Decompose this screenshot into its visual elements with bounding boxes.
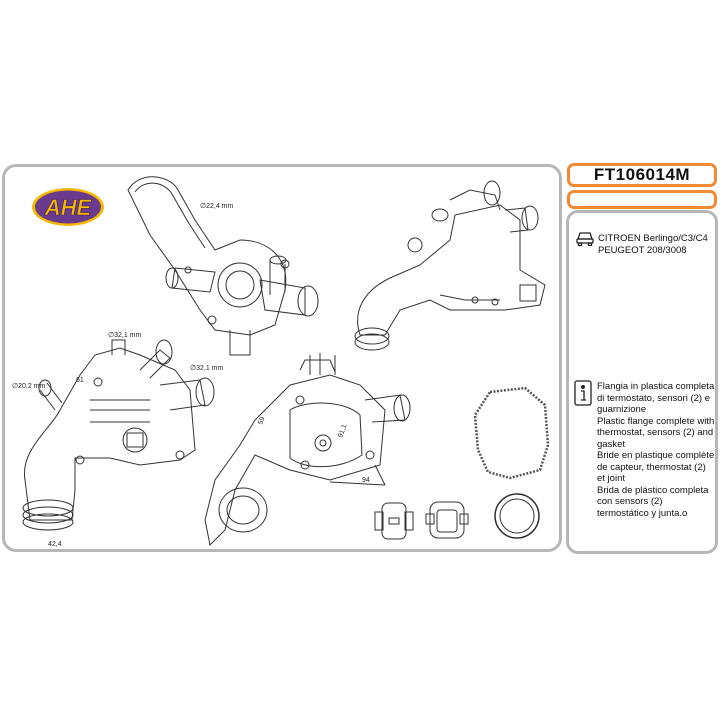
dim-d7: 91,1 [337, 423, 348, 438]
description-it: Flangia in plastica completa di termosta… [597, 381, 715, 415]
drawing-panel [2, 164, 562, 552]
description-en: Plastic flange complete with thermostat,… [597, 415, 715, 450]
sensor-1 [374, 502, 414, 540]
sensor-2 [425, 501, 469, 539]
empty-field [567, 190, 717, 209]
thermostat-view-left [22, 339, 215, 531]
product-code: FT106014M [567, 163, 717, 187]
o-ring [494, 493, 540, 539]
vehicle-line: PEUGEOT 208/3008 [598, 244, 687, 256]
ahe-logo: AHE [32, 188, 104, 226]
dim-d4: ∅20,2 mm [12, 383, 45, 390]
vehicle-list: CITROEN Berlingo/C3/C4 PEUGEOT 208/3008 [598, 233, 716, 256]
description-es: Brida de plástico completa con sensors (… [597, 484, 709, 519]
thermostat-view-top [127, 176, 319, 356]
svg-text:AHE: AHE [44, 195, 93, 220]
gasket-outline [473, 386, 550, 480]
dim-d2: ∅32,1 mm [108, 332, 141, 339]
technical-drawing: ∅22,4 mm ∅32,1 mm ∅32,1 mm [12, 176, 550, 548]
dim-d5: 61 [76, 377, 84, 384]
car-icon [576, 232, 594, 246]
info-icon [574, 380, 592, 406]
description-fr: Bride en plastique complète de capteur, … [597, 450, 715, 484]
dim-d8: 94 [362, 477, 370, 484]
dim-d9: 42,4 [48, 541, 62, 548]
dim-d3: ∅32,1 mm [190, 365, 223, 372]
description-text: Flangia in plastica completa di termosta… [597, 381, 715, 519]
thermostat-view-right [354, 180, 546, 351]
vehicle-line: CITROEN Berlingo/C3/C4 [598, 233, 708, 244]
dim-d1: ∅22,4 mm [200, 203, 233, 210]
thermostat-view-front [204, 353, 411, 547]
dim-d6: 59 [257, 416, 266, 426]
